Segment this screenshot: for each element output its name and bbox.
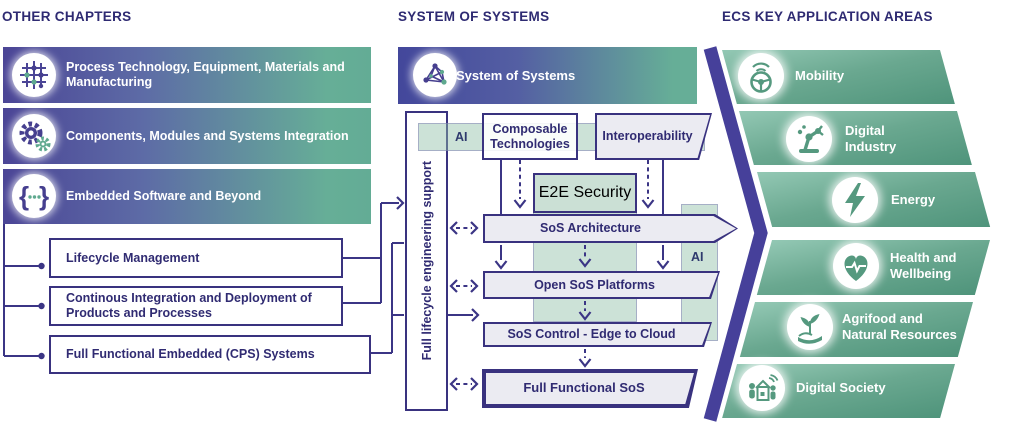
chapter-box-label: Lifecycle Management <box>66 250 200 265</box>
sos-architecture-label: SoS Architecture <box>540 221 641 236</box>
area-bar-digital-society <box>722 364 955 418</box>
full-lifecycle-support-bar: Full lifecycle engineering support <box>405 111 448 411</box>
section-title-application-areas: ECS KEY APPLICATION AREAS <box>722 9 933 24</box>
chapter-box-label: Full Functional Embedded (CPS) Systems <box>66 347 315 361</box>
sos-banner-label: System of Systems <box>456 68 576 83</box>
sos-control-box: SoS Control - Edge to Cloud <box>483 322 712 347</box>
composable-technologies-box: Composable Technologies <box>482 113 578 160</box>
chapter-box-lifecycle-management: Lifecycle Management <box>49 238 343 278</box>
section-title-system-of-systems: SYSTEM OF SYSTEMS <box>398 9 550 24</box>
svg-text:}: } <box>39 181 49 211</box>
open-sos-platforms-box: Open SoS Platforms <box>483 271 720 299</box>
chapter-bar-label: Embedded Software and Beyond <box>66 189 262 203</box>
interoperability-label: Interoperability <box>602 129 693 144</box>
area-bar-mobility <box>722 50 955 104</box>
section-title-other-chapters: OTHER CHAPTERS <box>2 9 132 24</box>
chapter-bar-process-technology: Process Technology, Equipment, Materials… <box>3 47 371 103</box>
area-bar-agrifood <box>739 302 973 357</box>
ai-horizontal-label: AI <box>455 130 468 144</box>
chapter-box-continuous-integration: Continous Integration and Deployment of … <box>49 286 343 326</box>
e2e-security-box: E2E Security <box>533 173 637 213</box>
chapter-box-label: Continous Integration and Deployment of … <box>66 291 312 320</box>
sos-architecture-box: SoS Architecture <box>483 214 738 243</box>
sos-control-label: SoS Control - Edge to Cloud <box>507 327 676 342</box>
chapter-bar-label: Components, Modules and Systems Integrat… <box>66 128 349 143</box>
wafer-grid-icon <box>12 53 56 97</box>
chapter-box-full-functional-embedded: Full Functional Embedded (CPS) Systems <box>49 335 371 374</box>
network-graph-icon <box>413 53 457 97</box>
support-bar-label: Full lifecycle engineering support <box>419 161 434 361</box>
composable-technologies-label: Composable Technologies <box>490 122 570 151</box>
chapter-bar-embedded-software: { } Embedded Software and Beyond <box>3 169 371 224</box>
full-functional-sos-label: Full Functional SoS <box>523 380 645 396</box>
area-bar-health <box>756 240 990 295</box>
area-bar-digital-industry <box>739 111 972 165</box>
ai-vertical-label: AI <box>691 250 704 264</box>
open-sos-platforms-label: Open SoS Platforms <box>534 277 655 292</box>
gears-icon <box>12 114 56 158</box>
svg-text:{: { <box>19 181 29 211</box>
e2e-security-label: E2E Security <box>538 184 632 201</box>
chapter-bar-label: Process Technology, Equipment, Materials… <box>66 60 345 89</box>
full-functional-sos-box: Full Functional SoS <box>482 369 698 408</box>
code-braces-icon: { } <box>12 174 56 218</box>
interoperability-box: Interoperability <box>595 113 712 160</box>
sos-banner: System of Systems <box>398 47 697 104</box>
chapter-bar-components-modules: Components, Modules and Systems Integrat… <box>3 108 371 164</box>
area-bar-energy <box>757 172 991 227</box>
